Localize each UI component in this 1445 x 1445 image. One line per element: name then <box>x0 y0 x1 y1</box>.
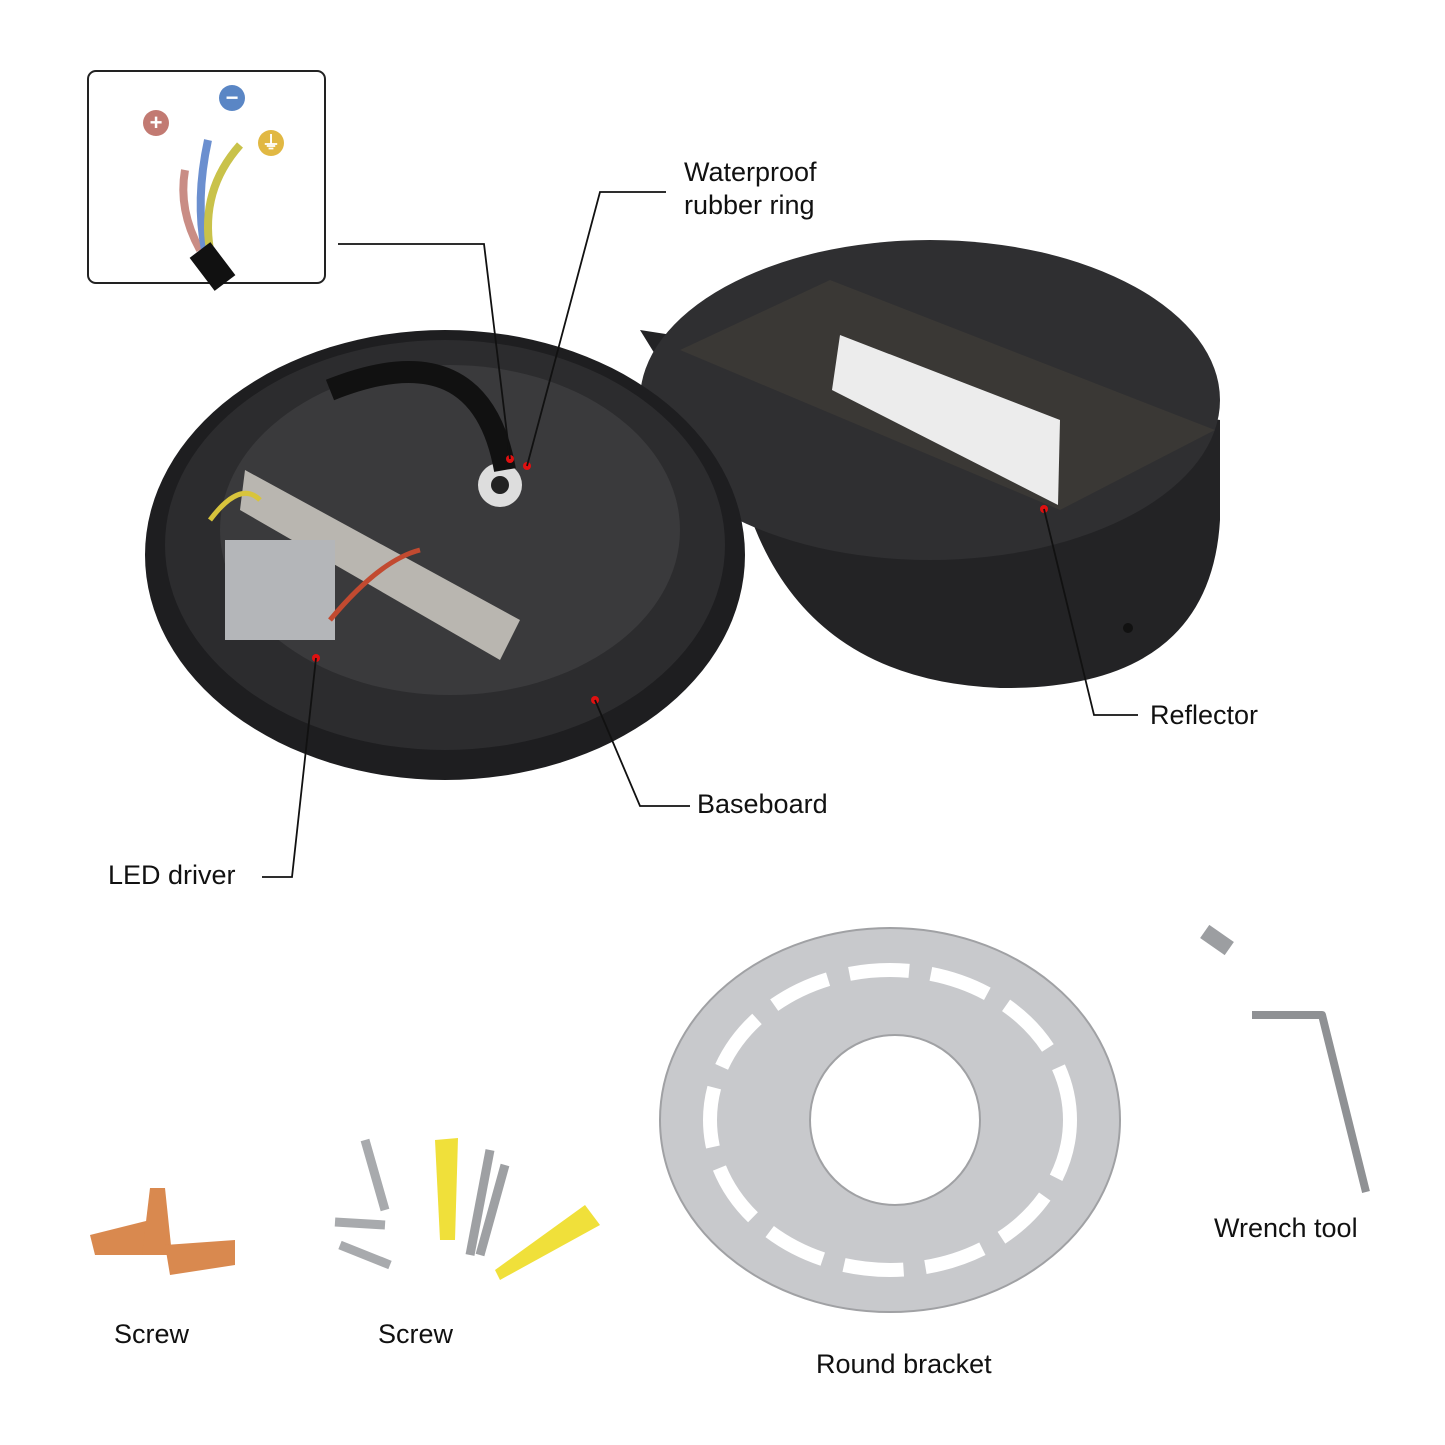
label-led-driver: LED driver <box>108 860 236 890</box>
label-rubber-ring-line2: rubber ring <box>684 190 815 220</box>
ground-icon: ⏚ <box>258 130 284 156</box>
label-reflector: Reflector <box>1150 700 1259 730</box>
leader-lines <box>262 191 1138 878</box>
screws-anchors <box>334 1138 600 1280</box>
label-wire-nuts: Screw <box>114 1319 190 1349</box>
negative-icon: − <box>219 85 245 111</box>
positive-icon: + <box>143 110 169 136</box>
round-bracket <box>659 927 1121 1313</box>
label-round-bracket: Round bracket <box>816 1349 992 1379</box>
reflector-housing <box>640 240 1220 689</box>
label-wrench: Wrench tool <box>1214 1213 1358 1243</box>
wrench-kit <box>1200 924 1370 1193</box>
wire-nuts <box>90 1188 235 1275</box>
label-screws: Screw <box>378 1319 454 1349</box>
label-rubber-ring-line1: Waterproof <box>684 157 817 187</box>
baseboard-plate <box>145 330 745 780</box>
label-baseboard: Baseboard <box>697 789 828 819</box>
